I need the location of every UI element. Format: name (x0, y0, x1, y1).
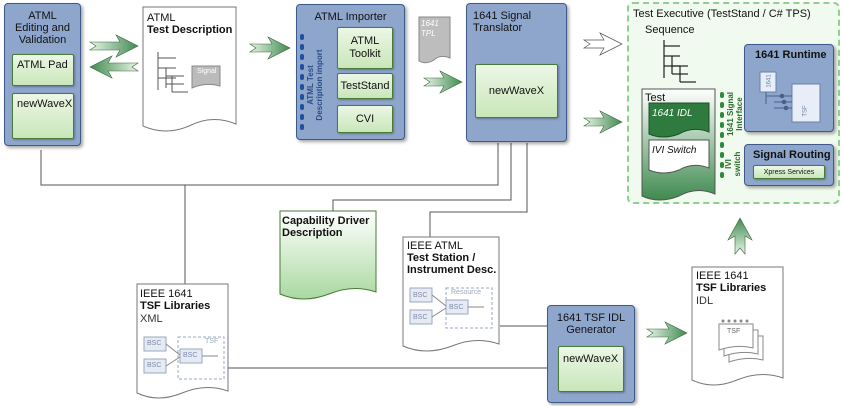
atml-importer-title: ATML Importer (314, 11, 387, 23)
signal-label: Signal (197, 68, 217, 75)
test-executive-title: Test Executive (TestStand / C# TPS) (633, 8, 811, 20)
tpl-label: 1641 TPL (421, 19, 439, 38)
runtime-tsf-label: TSF (802, 105, 809, 117)
tsf-idl-line2: TSF Libraries (696, 282, 767, 294)
newwavex-translator-tool[interactable]: newWaveX (475, 64, 558, 118)
atml-editing-title: ATML Editing and Validation (14, 10, 71, 46)
sequence-label: Sequence (645, 24, 695, 36)
arrow-right-icon (583, 110, 623, 134)
translator-executive-arrows (582, 32, 623, 134)
arrow-right-icon (423, 70, 463, 94)
tsf-xml-line2: TSF Libraries (140, 300, 211, 312)
arrow-to-translator (423, 70, 463, 94)
test-doc[interactable] (641, 88, 717, 206)
idl-1641-label: 1641 IDL (652, 108, 693, 119)
tsf-idl-tsf-label: TSF (727, 328, 741, 335)
atml-editing-block[interactable]: ATML Editing and Validation ATML Pad new… (4, 3, 81, 146)
newwavex-generator-tool[interactable]: newWaveX (558, 346, 624, 392)
arrow-right-icon (582, 32, 623, 56)
test-station-doc[interactable] (402, 236, 502, 360)
arrow-up-icon (727, 217, 753, 255)
test-station-bsc-2: BSC (413, 314, 428, 321)
importer-vertical-label: ATML Test Description import (306, 49, 324, 121)
idl-generator-block[interactable]: 1641 TSF IDL Generator newWaveX (547, 305, 635, 403)
runtime-title: 1641 Runtime (755, 49, 827, 61)
runtime-diagram-icon (759, 71, 821, 123)
importer-port-dots (300, 34, 304, 130)
tsf-idl-line1: IEEE 1641 (696, 270, 749, 282)
editing-arrows (89, 34, 139, 79)
capability-driver-doc[interactable] (279, 210, 379, 306)
executive-port-dots (720, 92, 724, 178)
runtime-1641-label: 1641 (766, 74, 773, 88)
atml-pad-tool[interactable]: ATML Pad (12, 54, 74, 86)
signal-routing-title: Signal Routing (753, 149, 831, 161)
test-description-title-1: ATML (147, 12, 176, 24)
test-station-line2: Test Station / Instrument Desc. (407, 252, 497, 276)
arrow-to-idl-libs (646, 321, 688, 345)
atml-importer-block[interactable]: ATML Importer ATML Toolkit TestStand CVI (296, 4, 405, 140)
resource-label: Resource (451, 289, 481, 296)
newwavex-editing-tool[interactable]: newWaveX (12, 93, 74, 139)
arrow-right-icon (249, 36, 291, 60)
test-station-bsc-3: BSC (449, 304, 464, 311)
signal-routing-block[interactable]: Signal Routing Xpress Services (744, 144, 834, 186)
arrow-up-to-executive (727, 217, 753, 255)
test-label: Test (645, 92, 666, 104)
tsf-libraries-idl-doc[interactable] (691, 266, 787, 392)
signal-interface-label: 1641 Signal Interface (726, 91, 744, 137)
tpl-doc-icon (418, 16, 451, 64)
arrow-right-icon (646, 321, 688, 345)
cvi-tool[interactable]: CVI (337, 105, 393, 133)
teststand-tool[interactable]: TestStand (337, 73, 393, 99)
signal-translator-block[interactable]: 1641 Signal Translator newWaveX (466, 3, 567, 142)
atml-toolkit-tool[interactable]: ATML Toolkit (337, 27, 393, 69)
ivi-switch-label: IVI Switch (652, 145, 697, 156)
test-description-doc[interactable] (142, 6, 238, 136)
test-station-bsc-1: BSC (413, 292, 428, 299)
arrow-to-importer (249, 36, 291, 60)
tsf-idl-line3: IDL (696, 295, 714, 307)
idl-generator-title: 1641 TSF IDL Generator (556, 312, 626, 336)
signal-doc-icon (191, 65, 221, 89)
tsf-xml-line3: XML (140, 313, 163, 325)
test-description-title-2: Test Description (147, 24, 233, 36)
capability-driver-label: Capability Driver Description (282, 215, 370, 239)
sequence-tree-icon (663, 40, 696, 83)
tsf-libraries-xml-doc[interactable] (136, 283, 232, 405)
xpress-services-tool[interactable]: Xpress Services (753, 165, 825, 179)
ivi-vertical-label: IVI switch (724, 151, 742, 177)
signal-translator-title: 1641 Signal Translator (473, 10, 532, 34)
arrow-right-icon (89, 34, 139, 58)
tsf-xml-bsc-2: BSC (147, 362, 162, 369)
tsf-xml-line1: IEEE 1641 (140, 288, 193, 300)
tsf-xml-bsc-3: BSC (183, 352, 198, 359)
arrow-left-icon (89, 55, 139, 79)
test-station-line1: IEEE ATML (407, 240, 464, 252)
tsf-xml-tsf-label: TSF (205, 338, 219, 345)
tsf-xml-bsc-1: BSC (147, 340, 162, 347)
